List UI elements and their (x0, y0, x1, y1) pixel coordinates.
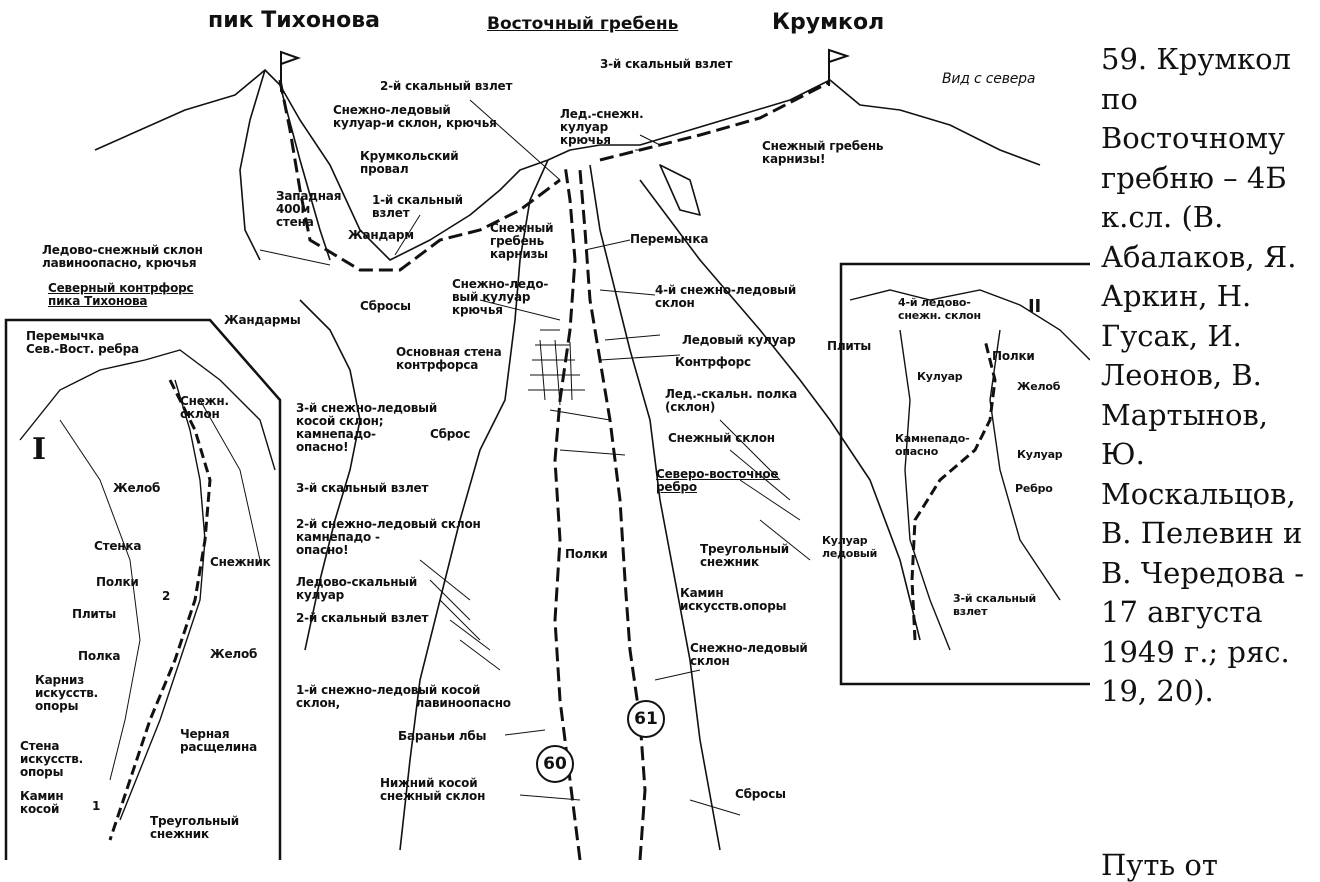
left-inset-mountain (19, 349, 276, 471)
label-second-rock-rise-mid: 2-й скальный взлет (296, 611, 429, 625)
inset1-wall-support: Стена искусств. опоры (20, 739, 84, 779)
inset1-slabs: Плиты (72, 607, 117, 621)
inset1-ledge: Полка (78, 649, 121, 663)
inset1-saddle: Перемычка Сев.-Вост. ребра (26, 329, 139, 356)
right-inset-frame (839, 262, 1090, 686)
label-rams-foreheads: Бараньи лбы (398, 729, 487, 743)
inset2-couloir-top: Кулуар (917, 370, 963, 383)
inset2-rockfall: Камнепадо- опасно (895, 432, 970, 458)
left-inset-face (59, 399, 261, 781)
header-ridge-title: Восточный гребень (487, 14, 679, 34)
label-ice-snow-slope-avalanche: Ледово-снежный склон лавиноопасно, крючь… (42, 243, 203, 270)
label-first-rock-rise: 1-й скальный взлет (372, 193, 463, 220)
main-ridge-outline (94, 69, 1041, 261)
left-inset-numeral: I (32, 432, 47, 467)
inset2-gully: Желоб (1017, 380, 1061, 393)
inset2-rib: Ребро (1015, 482, 1053, 495)
label-second-rock-rise-top: 2-й скальный взлет (380, 79, 513, 93)
krumkol-summit-flag (828, 48, 851, 86)
label-saddle-mid: Перемычка (630, 232, 709, 246)
inset1-black-crevice: Черная расщелина (180, 727, 257, 754)
left-inset-route (108, 379, 212, 841)
route-marker-61: 61 (627, 700, 665, 738)
inset2-third-rock-rise: 3-й скальный взлет (953, 592, 1037, 618)
inset1-triangular-snowfield: Треугольный снежник (150, 814, 239, 841)
right-inset-mountain (849, 289, 1090, 361)
inset2-ice-couloir: Кулуар ледовый (822, 534, 878, 560)
inset1-gully-top: Желоб (113, 481, 161, 495)
right-inset-numeral: II (1028, 296, 1041, 317)
ridge-route-line (278, 79, 831, 272)
couloir-hatch (528, 329, 585, 406)
inset1-gully-bottom: Желоб (210, 647, 258, 661)
header-left-peak: пик Тихонова (208, 8, 381, 33)
label-ne-rib: Северо-восточное ребро (656, 467, 779, 494)
west-summit-flag (280, 50, 302, 92)
label-third-rock-rise-top: 3-й скальный взлет (600, 57, 733, 71)
route-sketch (4, 48, 1090, 861)
label-third-snow-ice-oblique: 3-й снежно-ледовый косой склон; камнепад… (296, 401, 438, 454)
label-gendarme: Жандарм (348, 228, 414, 242)
inset2-slabs: Плиты (827, 339, 872, 353)
label-snow-ridge-cornices-mid: Снежный гребень карнизы (490, 221, 554, 261)
label-ice-couloir: Ледовый кулуар (682, 333, 796, 347)
label-north-buttress: Северный контрфорс пика Тихонова (48, 281, 194, 308)
label-fourth-snow-ice-slope: 4-й снежно-ледовый склон (655, 283, 797, 310)
inset1-pitch-1: 1 (92, 799, 101, 813)
route-marker-60: 60 (536, 745, 574, 783)
label-drops-low: Сбросы (735, 787, 786, 801)
label-lower-oblique-snow-slope: Нижний косой снежный склон (380, 776, 486, 803)
west-peak-face (239, 69, 331, 261)
label-gendarmes: Жандармы (224, 313, 301, 327)
header-right-peak: Крумкол (772, 10, 885, 35)
label-west-wall: Западная 400м стена (276, 189, 342, 229)
label-snow-ice-couloir-slope: Снежно-ледовый кулуар-и склон, крючья (333, 103, 497, 130)
label-second-snow-ice-slope: 2-й снежно-ледовый склон камнепадо - опа… (296, 517, 481, 557)
inset1-cornice: Карниз искусств. опоры (35, 673, 99, 713)
label-snow-slope: Снежный склон (668, 431, 775, 445)
central-buttress (399, 159, 721, 851)
inset2-fourth-ice-snow: 4-й ледово- снежн. склон (898, 296, 981, 322)
lower-left-ridge (299, 299, 361, 651)
hatching-right (719, 419, 811, 561)
label-ice-rock-couloir: Ледово-скальный кулуар (296, 575, 418, 602)
label-krumkol-gap: Крумкольский провал (360, 149, 459, 176)
route-61-line (578, 169, 647, 861)
label-ice-snow-couloir: Лед.-снежн. кулуар крючья (560, 107, 644, 147)
inset2-ledges: Полки (992, 349, 1035, 363)
inset1-oblique-chimney: Камин косой (20, 789, 64, 816)
label-drops-top: Сбросы (360, 299, 411, 313)
left-inset-frame (4, 318, 282, 860)
label-drops-mid: Сброс (430, 427, 471, 441)
left-inset-ridge (119, 379, 206, 821)
snow-tower (659, 164, 701, 216)
label-triangular-snowfield: Треугольный снежник (700, 542, 789, 569)
inset1-snow-slope: Снежн. склон (180, 394, 229, 421)
label-snow-ice-slope-low: Снежно-ледовый склон (690, 641, 808, 668)
inset2-couloir-mid: Кулуар (1017, 448, 1063, 461)
caption-continuation: Путь от (1101, 848, 1218, 882)
view-direction: Вид с севера (942, 71, 1036, 87)
figure-caption: 59. Крумкол по Восточному гребню – 4Б к.… (1101, 42, 1304, 708)
label-artificial-support-chimney: Камин искусств.опоры (680, 586, 787, 613)
label-snow-ridge-cornices-right: Снежный гребень карнизы! (762, 139, 884, 166)
inset1-wall: Стенка (94, 539, 142, 553)
label-main-wall-buttress: Основная стена контрфорса (396, 345, 502, 372)
label-ice-rock-shelf: Лед.-скальн. полка (склон) (665, 387, 798, 414)
inset1-ledges: Полки (96, 575, 139, 589)
route-60-line (553, 164, 582, 861)
label-snow-ice-couloir-hooks: Снежно-ледо- вый кулуар крючья (452, 277, 549, 317)
right-ridge-slope (639, 179, 921, 641)
inset1-pitch-2: 2 (162, 589, 171, 603)
label-third-rock-rise-mid: 3-й скальный взлет (296, 481, 429, 495)
inset1-snowfield: Снежник (210, 555, 271, 569)
hatching-left (419, 559, 501, 671)
label-buttress: Контрфорс (675, 355, 751, 369)
label-ledges-mid: Полки (565, 547, 608, 561)
label-first-snow-ice-oblique: 1-й снежно-ледовый косой склон, лавинооп… (296, 683, 511, 710)
